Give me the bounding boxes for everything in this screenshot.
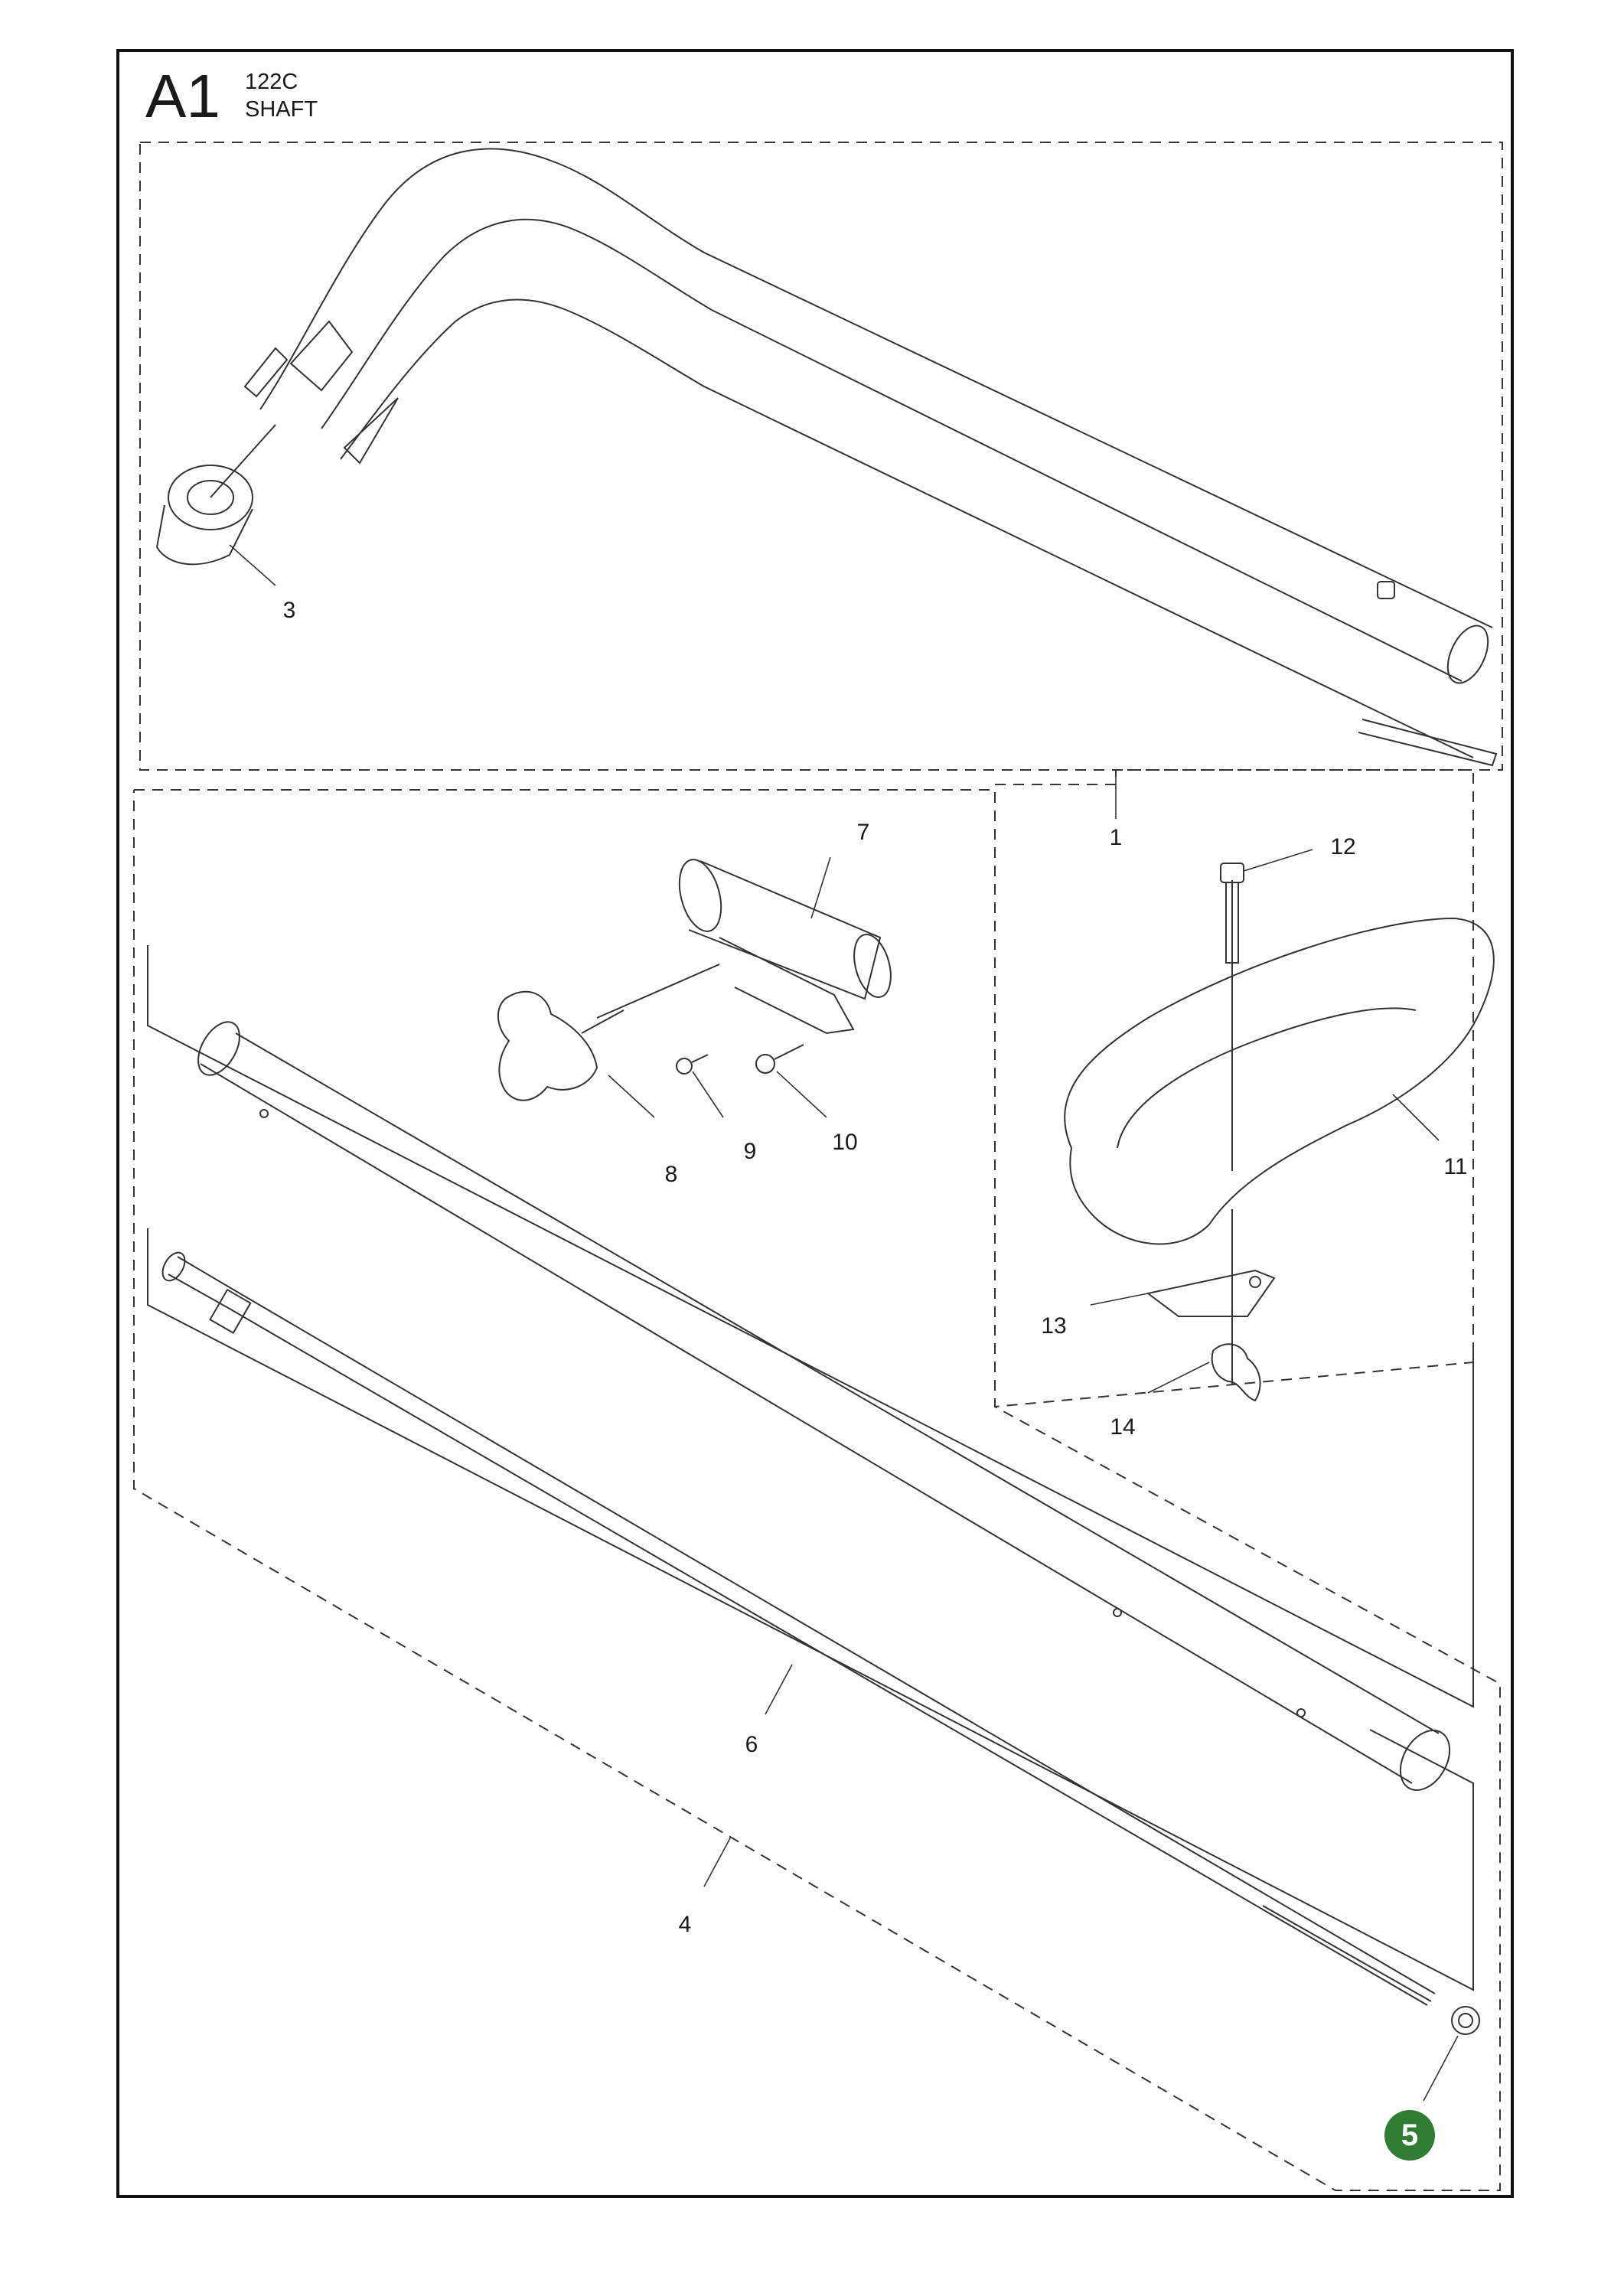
callout-9: 9 xyxy=(743,1139,757,1164)
model-label: 122C xyxy=(245,70,298,94)
callout-12: 12 xyxy=(1330,834,1356,859)
diagram-frame xyxy=(116,49,1514,2198)
screw-9 xyxy=(676,1054,709,1075)
section-name: SHAFT xyxy=(245,97,318,122)
clamp-plate xyxy=(1146,1269,1276,1317)
curved-shaft xyxy=(243,148,1498,767)
callout-1: 1 xyxy=(1109,825,1123,850)
screw-10 xyxy=(755,1044,804,1074)
callout-5-highlighted: 5 xyxy=(1384,2110,1435,2161)
callout-6: 6 xyxy=(745,1732,758,1757)
wing-nut xyxy=(1211,1343,1261,1402)
group-box-lower-shaft xyxy=(133,789,1501,2191)
bearing-cap xyxy=(155,424,276,566)
circlip xyxy=(1451,2006,1480,2035)
drive-shaft-assembly xyxy=(161,1251,1436,2006)
handle-bracket xyxy=(678,859,892,1035)
tube xyxy=(197,1021,1451,1791)
bolt xyxy=(1220,863,1244,964)
callout-3: 3 xyxy=(282,598,296,623)
box-shaft-assembly xyxy=(147,1228,1474,1991)
callout-7: 7 xyxy=(856,820,870,845)
box-tube-assembly xyxy=(147,945,1474,1708)
callout-10: 10 xyxy=(832,1130,858,1155)
group-box-handle xyxy=(994,769,1474,1407)
callout-8: 8 xyxy=(664,1162,678,1187)
section-code: A1 xyxy=(145,62,220,130)
loop-handle xyxy=(1064,880,1495,1385)
callout-4: 4 xyxy=(678,1912,692,1937)
knob xyxy=(497,964,720,1101)
callout-14: 14 xyxy=(1110,1414,1136,1440)
callout-11: 11 xyxy=(1443,1154,1468,1179)
group-box-curved-shaft xyxy=(139,142,1503,771)
callout-13: 13 xyxy=(1041,1313,1067,1339)
leader-lines xyxy=(229,544,1459,2102)
